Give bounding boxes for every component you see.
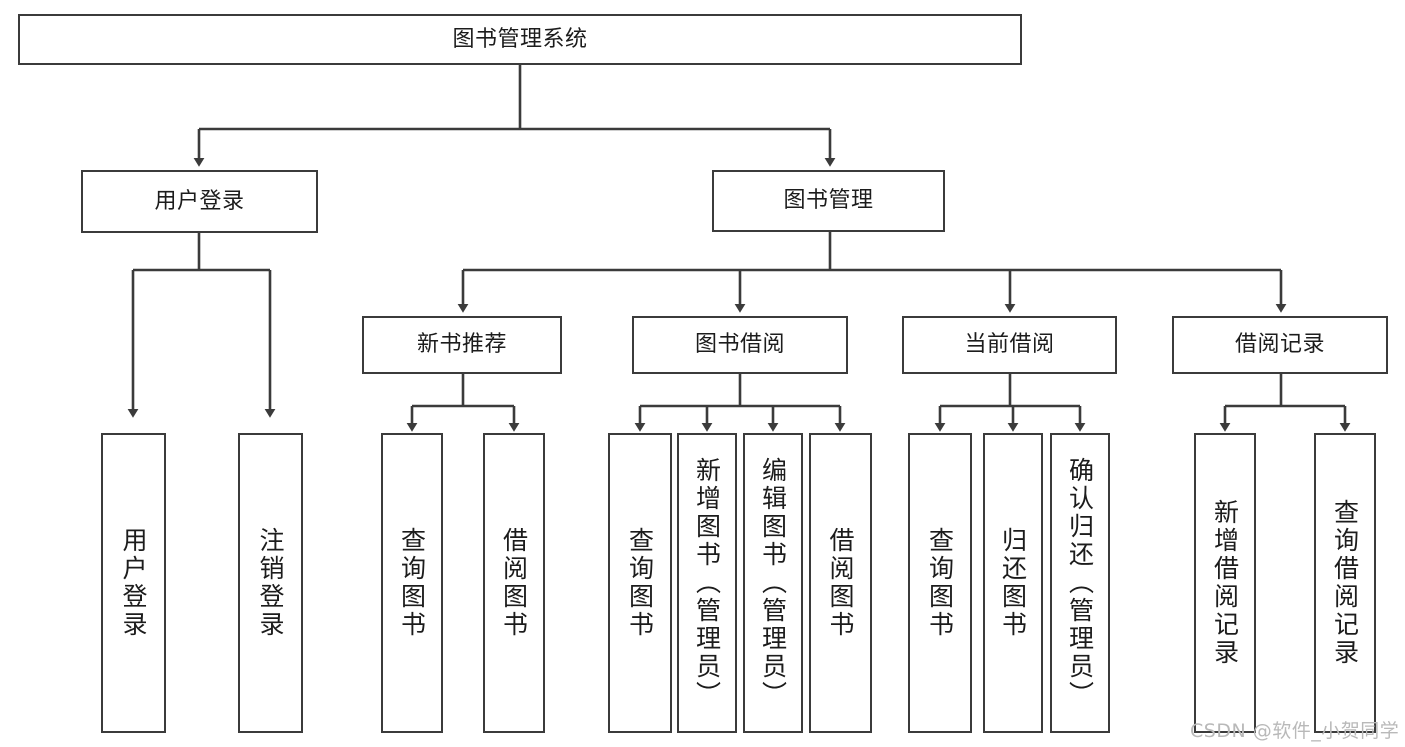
node-label: 图书管理系统 xyxy=(452,26,588,52)
node-borrow-record[interactable]: 借阅记录 xyxy=(1172,316,1388,374)
node-root-book-management-system[interactable]: 图书管理系统 xyxy=(18,14,1022,65)
node-label: 用户登录 xyxy=(119,527,148,639)
node-label: 用户登录 xyxy=(154,188,245,214)
node-book-management[interactable]: 图书管理 xyxy=(712,170,945,232)
node-label: 查询图书 xyxy=(625,527,655,639)
node-leaf-query-book-2[interactable]: 查询图书 xyxy=(608,433,672,733)
node-label: 新增借阅记录 xyxy=(1210,499,1240,667)
node-label: 确认归还（管理员） xyxy=(1065,457,1095,709)
node-label: 借阅记录 xyxy=(1234,332,1325,358)
node-leaf-add-book[interactable]: 新增图书（管理员） xyxy=(677,433,737,733)
node-leaf-add-borrow-record[interactable]: 新增借阅记录 xyxy=(1194,433,1256,733)
node-label: 查询借阅记录 xyxy=(1330,499,1360,667)
node-leaf-logout-login[interactable]: 注销登录 xyxy=(238,433,303,733)
node-label: 图书借阅 xyxy=(694,332,785,358)
node-leaf-query-borrow-record[interactable]: 查询借阅记录 xyxy=(1314,433,1376,733)
node-label: 归还图书 xyxy=(998,527,1028,639)
node-label: 查询图书 xyxy=(397,527,427,639)
node-label: 借阅图书 xyxy=(499,527,529,639)
node-leaf-borrow-book-1[interactable]: 借阅图书 xyxy=(483,433,545,733)
node-label: 图书管理 xyxy=(783,188,874,214)
node-leaf-edit-book[interactable]: 编辑图书（管理员） xyxy=(743,433,803,733)
node-new-book-recommend[interactable]: 新书推荐 xyxy=(362,316,562,374)
node-user-login[interactable]: 用户登录 xyxy=(81,170,318,233)
node-label: 新书推荐 xyxy=(416,332,507,358)
node-leaf-query-book-3[interactable]: 查询图书 xyxy=(908,433,972,733)
node-label: 编辑图书（管理员） xyxy=(758,457,788,709)
node-current-borrow[interactable]: 当前借阅 xyxy=(902,316,1117,374)
node-label: 当前借阅 xyxy=(964,332,1055,358)
node-book-borrow[interactable]: 图书借阅 xyxy=(632,316,848,374)
node-leaf-return-book[interactable]: 归还图书 xyxy=(983,433,1043,733)
node-label: 注销登录 xyxy=(256,527,285,639)
node-label: 新增图书（管理员） xyxy=(692,457,722,709)
node-leaf-borrow-book-2[interactable]: 借阅图书 xyxy=(809,433,872,733)
node-leaf-user-login[interactable]: 用户登录 xyxy=(101,433,166,733)
node-label: 查询图书 xyxy=(925,527,955,639)
node-leaf-query-book-1[interactable]: 查询图书 xyxy=(381,433,443,733)
node-label: 借阅图书 xyxy=(826,527,855,639)
node-leaf-confirm-return[interactable]: 确认归还（管理员） xyxy=(1050,433,1110,733)
